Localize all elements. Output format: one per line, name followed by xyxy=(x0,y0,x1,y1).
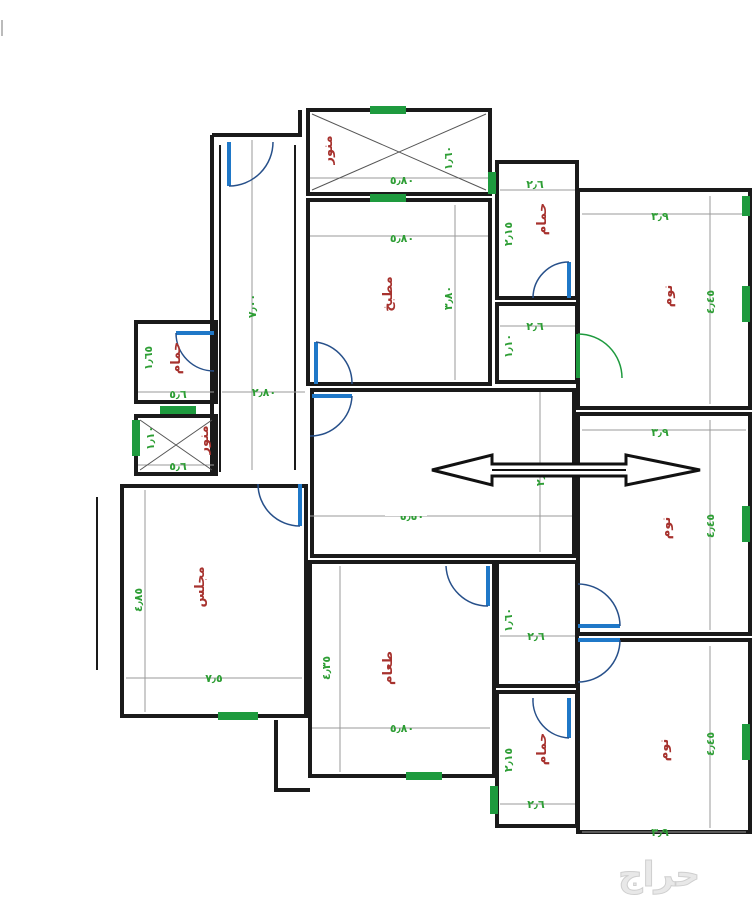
dim-label: ٢٫١٥ xyxy=(502,222,515,247)
dim-label: ٣٫٩ xyxy=(651,426,669,439)
corridor-top-wall xyxy=(212,110,302,137)
window xyxy=(406,772,442,780)
window xyxy=(490,786,498,814)
room-labels: مطبخ منور حمام حمام منور مجلس طعام نوم ن… xyxy=(169,136,676,766)
kitchen-walls xyxy=(306,198,492,386)
dim-label: ٥٫٨٠ xyxy=(390,174,414,187)
dim-label: ٢٫٦ xyxy=(526,178,544,191)
dim-label: ١٫٦٠ xyxy=(442,146,455,170)
window xyxy=(370,194,406,202)
nawm-bottom-walls xyxy=(576,638,752,834)
door-swing xyxy=(532,697,570,739)
door-swing xyxy=(577,333,623,379)
dim-label: ٢٫١٥ xyxy=(502,748,515,773)
white-patch xyxy=(385,440,427,516)
dimension-labels: ٥٫٨٠ ١٫٦٠ ٥٫٨٠ ٣٫٨٠ ٧٫٠٠ ٢٫٨٠ ٥٫٥٠ ٢٫٧٥ … xyxy=(132,146,717,839)
taam-outer-step xyxy=(274,720,310,792)
dim-label: ٢٫٦ xyxy=(527,798,545,811)
room-label-hammam-left: حمام xyxy=(169,342,184,375)
dim-label: ٧٫٥ xyxy=(205,672,223,685)
dim-label: ٤٫٤٥ xyxy=(704,732,717,757)
room-label-hammam-top: حمام xyxy=(535,203,550,236)
room-label-taam: طعام xyxy=(381,651,396,685)
dim-label: ١٫٦٥ xyxy=(142,346,155,371)
dim-label: ٣٫٩ xyxy=(651,826,669,839)
dim-label: ٢٫٦ xyxy=(526,320,544,333)
window xyxy=(742,506,750,542)
dim-label: ٥٫٦ xyxy=(169,460,187,473)
door-swing xyxy=(577,583,621,627)
room-label-nawm-top: نوم xyxy=(661,285,676,308)
dim-label: ٧٫٠٠ xyxy=(246,294,259,318)
dim-label: ٣٫٨٠ xyxy=(442,286,455,310)
room-label-nawm-mid: نوم xyxy=(659,517,674,540)
room-label-kitchen: مطبخ xyxy=(381,276,396,311)
watermark-logo: حراج xyxy=(618,855,700,895)
taam-walls xyxy=(308,560,496,778)
window xyxy=(132,420,140,456)
window xyxy=(742,286,750,322)
room-label-manwar-top: منور xyxy=(321,136,336,166)
windows xyxy=(132,106,750,814)
shaft-cross-line xyxy=(311,113,487,191)
room-label-hammam-bottom: حمام xyxy=(535,733,550,766)
dim-label: ٢٫٦ xyxy=(527,630,545,643)
dim-label: ١٫٦٠ xyxy=(502,608,515,632)
dim-label: ١٫١٠ xyxy=(502,334,515,358)
dim-label: ٥٫٨٠ xyxy=(390,722,414,735)
dim-label: ٢٫٨٠ xyxy=(252,386,276,399)
window xyxy=(488,172,496,194)
double-arrow-icon xyxy=(431,453,701,487)
door-swing xyxy=(228,141,274,187)
dim-label: ٤٫٤٥ xyxy=(704,514,717,539)
dim-label: ٤٫٣٥ xyxy=(320,656,333,681)
door-swing xyxy=(532,261,570,299)
window xyxy=(370,106,406,114)
door-swing xyxy=(175,332,215,372)
door-swing xyxy=(315,341,353,385)
door-swing xyxy=(445,565,489,607)
majlis-walls xyxy=(120,484,308,718)
room-label-nawm-bottom: نوم xyxy=(657,739,672,762)
door-swing xyxy=(309,395,353,437)
door-swing xyxy=(257,483,301,527)
dim-label: ٥٫٨٠ xyxy=(390,232,414,245)
dimension-lines xyxy=(126,140,746,833)
dim-label: ٣٫٩ xyxy=(651,210,669,223)
dim-label: ١٫١٠ xyxy=(144,426,157,450)
dim-label: ٥٫٦ xyxy=(169,388,187,401)
doors xyxy=(175,141,623,739)
room-label-majlis: مجلس xyxy=(193,566,208,607)
shaft-crosses xyxy=(139,113,487,471)
dim-label: ٤٫٨٥ xyxy=(132,588,145,613)
window xyxy=(742,724,750,760)
room-label-manwar-left: منور xyxy=(197,426,212,456)
window xyxy=(218,712,258,720)
window xyxy=(742,196,750,216)
window xyxy=(160,406,196,414)
door-swing xyxy=(577,639,621,683)
dim-label: ٤٫٤٥ xyxy=(704,290,717,315)
hammam-left-walls xyxy=(134,320,218,404)
shaft-cross-line xyxy=(139,419,213,471)
